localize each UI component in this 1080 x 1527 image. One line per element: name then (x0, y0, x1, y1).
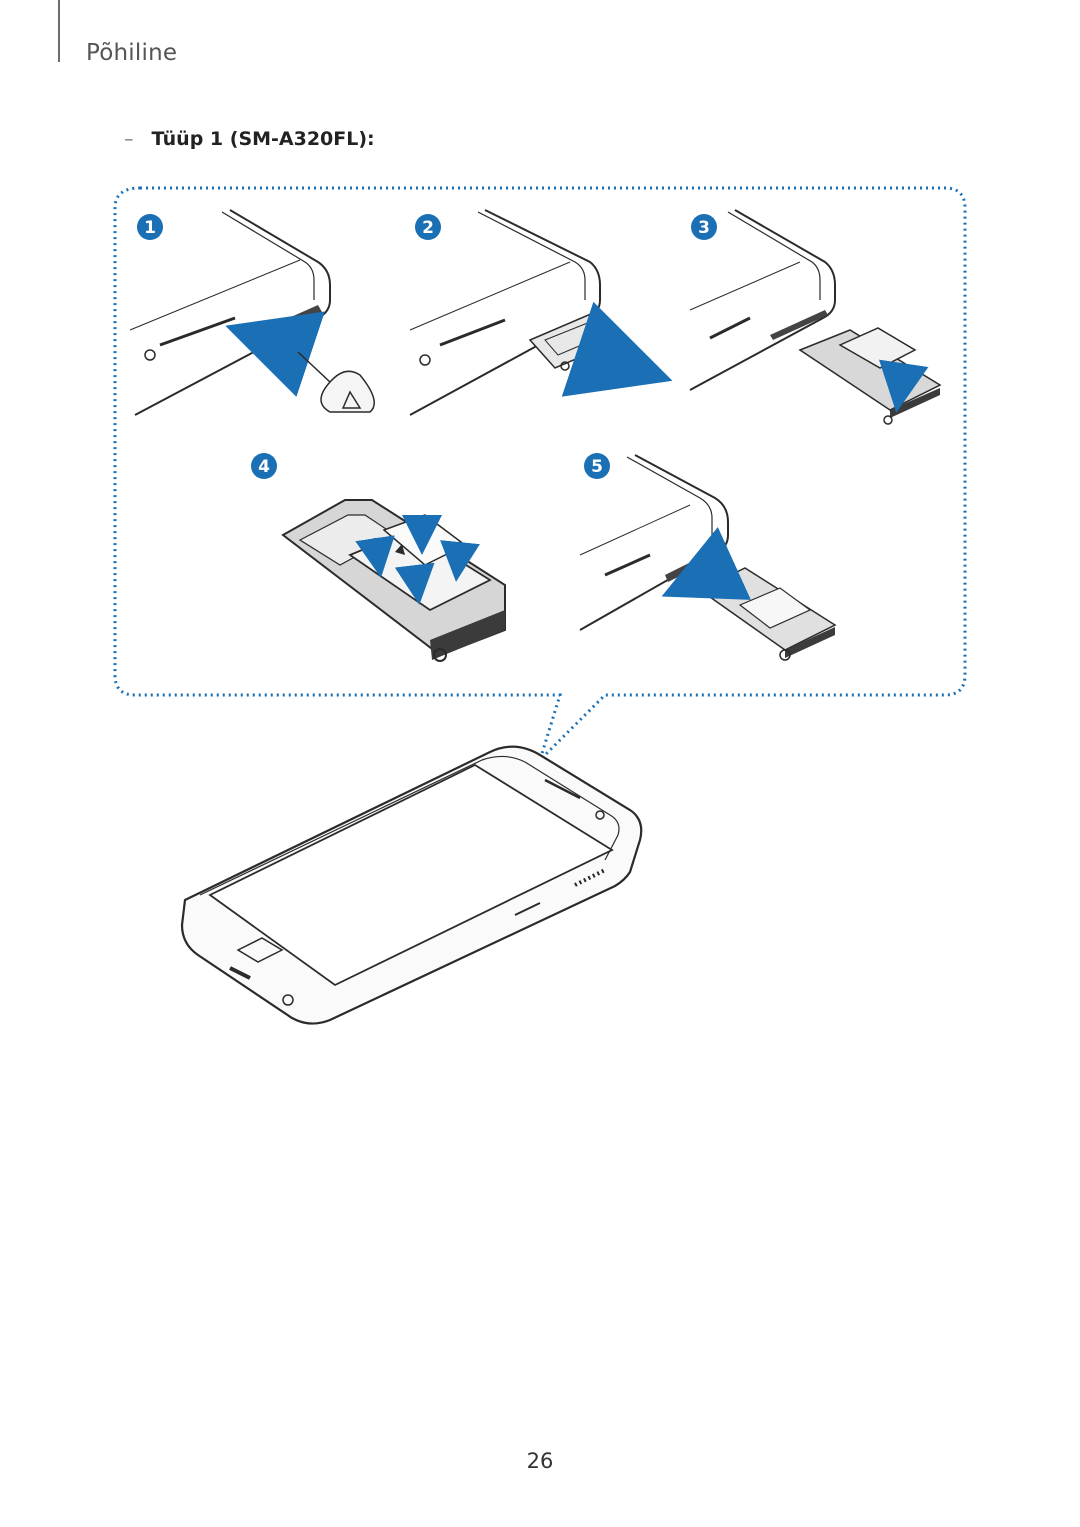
step-badge-1: 1 (137, 214, 163, 240)
step-number-1: 1 (144, 218, 156, 238)
step-badge-3: 3 (691, 214, 717, 240)
callout-bubble (113, 186, 967, 762)
step-4-panel (281, 499, 506, 662)
section-title: Tüüp 1 (SM-A320FL): (151, 128, 375, 150)
section-heading: –Tüüp 1 (SM-A320FL): (124, 128, 375, 150)
step-badge-5: 5 (584, 453, 610, 479)
step-number-3: 3 (698, 218, 710, 238)
step-badge-2: 2 (415, 214, 441, 240)
step-number-2: 2 (422, 218, 434, 238)
step-number-5: 5 (591, 457, 603, 477)
step-2-panel (409, 209, 673, 416)
step-1-panel (129, 209, 375, 416)
step-3-panel (689, 209, 942, 425)
list-dash: – (124, 128, 134, 150)
chapter-title: Põhiline (86, 40, 178, 66)
phone-illustration (180, 745, 643, 1025)
step-badge-4: 4 (251, 453, 277, 479)
sim-tray-illustration: 1 2 3 4 5 (113, 186, 967, 1025)
margin-rule (58, 0, 60, 62)
page-number: 26 (526, 1449, 554, 1473)
step-number-4: 4 (258, 457, 270, 477)
step-5-panel (579, 454, 837, 661)
